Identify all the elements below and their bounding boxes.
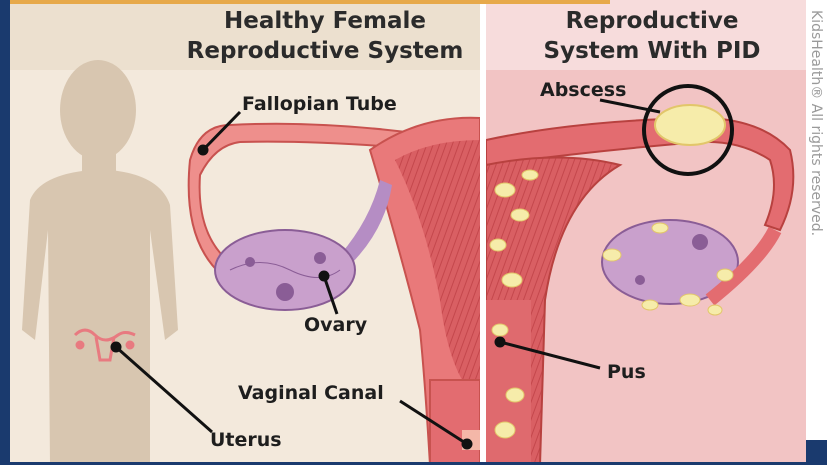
- abscess-shape: [655, 105, 725, 145]
- top-accent: [10, 0, 610, 4]
- right-title-line2: System With PID: [544, 38, 761, 64]
- label-vaginal-canal: Vaginal Canal: [238, 382, 384, 404]
- label-pus: Pus: [607, 361, 646, 383]
- right-title-line1: Reproductive: [566, 8, 739, 34]
- label-uterus: Uterus: [210, 429, 282, 451]
- left-title-line2: Reproductive System: [187, 38, 464, 64]
- label-fallopian-tube: Fallopian Tube: [242, 93, 397, 115]
- panel-divider: [480, 0, 486, 465]
- credit-text: KidsHealth® All rights reserved.: [808, 10, 824, 236]
- label-abscess: Abscess: [540, 79, 626, 101]
- label-ovary: Ovary: [304, 314, 368, 336]
- left-title-line1: Healthy Female: [224, 8, 426, 34]
